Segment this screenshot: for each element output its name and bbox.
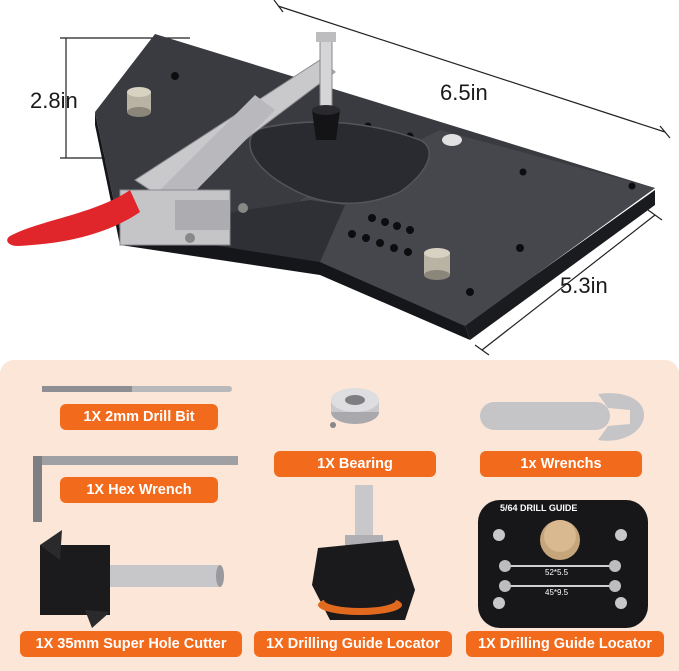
label-guide-locator-middle: 1X Drilling Guide Locator (254, 631, 452, 657)
knob-right (424, 248, 450, 280)
hex-key (33, 456, 238, 522)
label-hole-cutter: 1X 35mm Super Hole Cutter (20, 631, 242, 657)
knob-left (127, 87, 151, 117)
wrench (480, 393, 645, 441)
length-dimension-label: 6.5in (440, 80, 488, 105)
label-hex-wrench: 1X Hex Wrench (60, 477, 218, 503)
label-wrenchs: 1x Wrenchs (480, 451, 642, 477)
drill-guide-scale-top: 52*5.5 (545, 568, 569, 577)
label-guide-locator-right: 1X Drilling Guide Locator (466, 631, 664, 657)
height-dimension-label: 2.8in (30, 88, 78, 113)
drill-bit (42, 386, 232, 392)
dimension-lines (60, 0, 671, 356)
drill-guide-title: 5/64 DRILL GUIDE (500, 503, 578, 513)
drill-guide-scale-bottom: 45*9.5 (545, 588, 569, 597)
hole-cutter (40, 530, 224, 628)
width-dimension-label: 5.3in (560, 273, 608, 298)
guide-locator-middle (312, 485, 415, 620)
bearing (330, 388, 379, 428)
toggle-clamp (119, 32, 340, 246)
label-bearing: 1X Bearing (274, 451, 436, 477)
drill-guide-plate (478, 500, 648, 628)
clamp-handle (7, 190, 140, 246)
label-drill-bit: 1X 2mm Drill Bit (60, 404, 218, 430)
